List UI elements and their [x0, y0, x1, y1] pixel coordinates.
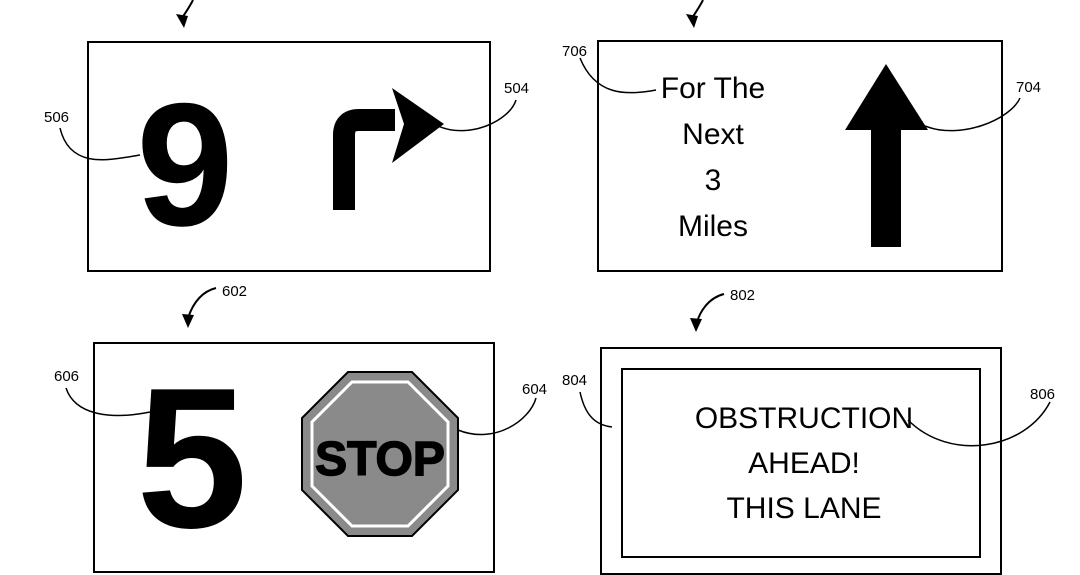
ref-label-802: 802: [730, 287, 755, 304]
ref-label-804: 804: [562, 372, 587, 389]
top-left-pointer-arrow: [176, 0, 194, 28]
ref-label-704: 704: [1016, 79, 1041, 96]
ref-506-leader: [59, 127, 141, 161]
right-turn-arrow-icon: [333, 88, 444, 210]
ref-606-leader: [65, 387, 151, 417]
top-right-pointer-arrow: [686, 0, 704, 28]
panel-next-three-miles: For The Next 3 Miles 706 704: [562, 40, 1041, 272]
ref-label-806: 806: [1030, 386, 1055, 403]
ref-504-leader: [437, 99, 517, 132]
stop-sign-icon: STOP: [301, 371, 459, 537]
ref-label-504: 504: [504, 80, 529, 97]
ref-label-606: 606: [54, 368, 79, 385]
obstruction-line-2: AHEAD!: [748, 447, 860, 480]
next-miles-line-1: For The: [661, 72, 766, 105]
panel-nine-right-turn: 9 506 504: [44, 41, 529, 272]
ref-704-leader: [924, 97, 1021, 132]
stop-sign-text: STOP: [315, 433, 445, 486]
ref-804-leader: [579, 391, 613, 428]
ref-602-pointer: [182, 287, 217, 328]
ref-802-pointer: [690, 293, 725, 332]
panel-obstruction: 802 OBSTRUCTION AHEAD! THIS LANE 804 806: [562, 287, 1055, 575]
ref-label-604: 604: [522, 381, 547, 398]
obstruction-line-1: OBSTRUCTION: [695, 402, 913, 435]
panel-number-nine: 9: [136, 68, 233, 263]
ref-806-leader: [907, 401, 1051, 447]
panel-five-stop: 602 5 STOP 606 604: [54, 283, 547, 573]
straight-ahead-arrow-icon: [845, 64, 928, 247]
next-miles-line-2: Next: [682, 118, 744, 151]
obstruction-line-3: THIS LANE: [726, 492, 881, 525]
ref-706-leader: [579, 57, 657, 94]
panel-number-five: 5: [136, 347, 247, 570]
ref-label-506: 506: [44, 109, 69, 126]
ref-label-602: 602: [222, 283, 247, 300]
next-miles-line-3: 3: [705, 164, 722, 197]
next-miles-line-4: Miles: [678, 210, 748, 243]
ref-604-leader: [457, 397, 537, 436]
ref-label-706: 706: [562, 43, 587, 60]
